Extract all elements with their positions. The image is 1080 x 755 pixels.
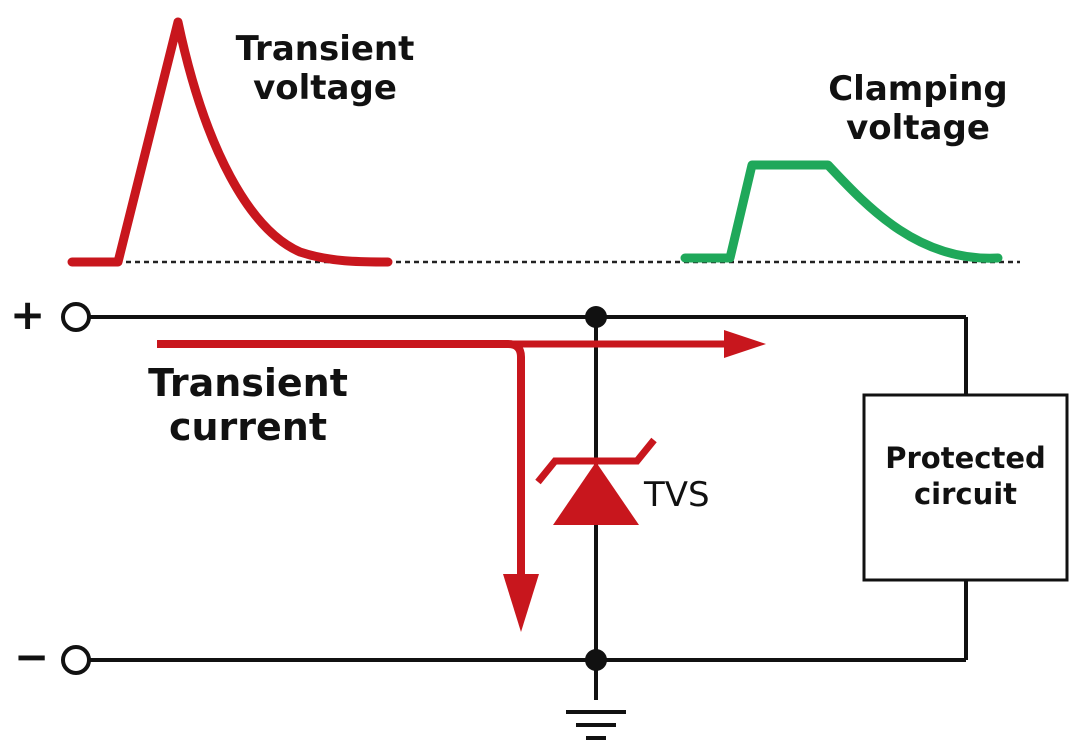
transient-voltage-line-2: voltage bbox=[253, 68, 397, 109]
positive-terminal bbox=[61, 302, 91, 332]
transient-current-line-1: Transient bbox=[148, 361, 348, 405]
bottom-junction-dot bbox=[585, 649, 607, 671]
tvs-diode-triangle bbox=[553, 462, 639, 525]
arrowhead-down-icon bbox=[503, 574, 539, 632]
arrowhead-right-icon bbox=[724, 330, 766, 358]
tvs-label: TVS bbox=[644, 475, 710, 515]
top-junction-dot bbox=[585, 306, 607, 328]
transient-current-label: Transient current bbox=[118, 361, 378, 449]
minus-sign: − bbox=[14, 632, 50, 681]
tvs-diode-bar bbox=[535, 437, 657, 485]
clamping-voltage-line-2: voltage bbox=[846, 108, 990, 149]
negative-terminal bbox=[61, 645, 91, 675]
transient-voltage-line-1: Transient bbox=[235, 29, 415, 69]
transient-voltage-waveform bbox=[67, 17, 393, 267]
protected-circuit-line-1: Protected bbox=[885, 441, 1046, 475]
protected-circuit-line-2: circuit bbox=[913, 477, 1018, 512]
ground-icon bbox=[566, 710, 626, 740]
clamping-voltage-waveform bbox=[680, 160, 1003, 263]
plus-sign: + bbox=[10, 290, 46, 339]
protected-circuit-box bbox=[862, 393, 1069, 582]
protected-circuit-label: Protected circuit bbox=[864, 440, 1067, 513]
clamping-voltage-line-1: Clamping bbox=[828, 69, 1008, 109]
transient-voltage-label: Transient voltage bbox=[210, 29, 440, 109]
transient-current-line-2: current bbox=[168, 404, 328, 449]
clamping-voltage-label: Clamping voltage bbox=[808, 69, 1028, 149]
